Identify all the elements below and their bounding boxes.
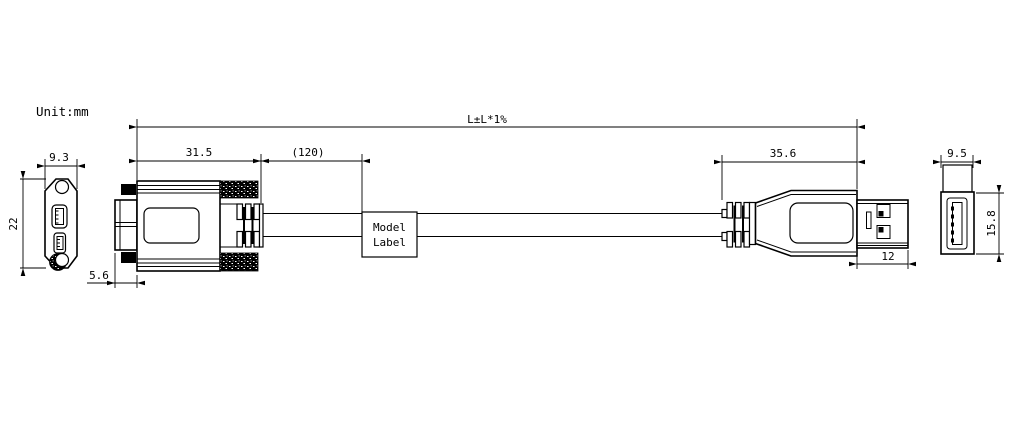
model-label-box: Model Label	[361, 211, 418, 258]
dim-label-overall-length: L±L*1%	[467, 113, 507, 126]
usb3-slot-upper-inner	[55, 208, 64, 225]
boot-neck	[748, 201, 757, 246]
dim-label-usba-body-length: 35.6	[770, 147, 797, 160]
unit-note: Unit:mm	[36, 104, 89, 119]
shell-slot-icon	[866, 211, 872, 229]
dim-label-usba-face-height: 15.8	[985, 210, 998, 237]
lower-contacts-icon	[57, 239, 60, 247]
usb-a-front-view	[940, 164, 975, 255]
shell-hole-top-icon	[876, 204, 891, 218]
dim-label-label-position: (120)	[291, 146, 324, 159]
dim-overall-length: L±L*1%	[128, 113, 866, 189]
upper-contacts-icon	[55, 210, 59, 224]
latch-block-bottom	[121, 252, 136, 263]
dim-label-micro-tip-length: 5.6	[89, 269, 109, 282]
model-label-line2: Label	[373, 236, 406, 249]
model-label-line1: Model	[373, 221, 406, 234]
usb-a-side-view	[721, 189, 909, 257]
micro-b-metal-tip	[114, 199, 138, 251]
dim-label-usba-shell-length: 12	[881, 250, 894, 263]
micro-b-side-view	[114, 180, 264, 272]
usb-a-label-recess	[789, 202, 854, 244]
usb-a-face-opening	[946, 197, 968, 250]
usb-a-metal-shell	[856, 199, 909, 249]
dim-usba-face-height: 15.8	[976, 184, 1004, 263]
usb-a-contacts-icon	[951, 206, 954, 243]
cable-lines	[263, 213, 722, 237]
dim-label-micro-face-width: 9.3	[49, 151, 69, 164]
usb-a-shell-tip	[942, 164, 973, 193]
model-label-outline	[361, 211, 418, 258]
knurl-grip-top	[219, 180, 259, 199]
label-recess	[143, 207, 200, 244]
mold-parting-lines	[137, 185, 220, 267]
knurl-grip-bottom	[219, 252, 259, 272]
dim-usba-shell-length: 12	[848, 250, 917, 269]
dim-label-micro-body-length: 31.5	[186, 146, 213, 159]
cable-entry-tab-bottom	[721, 231, 728, 242]
top-screw-hole-icon	[54, 179, 70, 195]
bottom-screw-hole-icon	[54, 252, 70, 268]
dim-usba-face-width: 9.5	[932, 147, 982, 168]
latch-block-top	[121, 184, 136, 195]
dim-micro-tip-length: 5.6	[87, 253, 146, 288]
shell-hole-bottom-icon	[876, 225, 891, 239]
dim-micro-body-length: 31.5	[128, 146, 270, 203]
usb-a-strain-relief-ribs	[726, 201, 751, 248]
dim-label-usba-face-width: 9.5	[947, 147, 967, 160]
strain-relief-ribs	[236, 203, 264, 248]
dim-micro-face-height: 22	[7, 170, 46, 277]
dim-micro-face-width: 9.3	[36, 151, 86, 189]
dim-usba-body-length: 35.6	[713, 147, 866, 200]
cable-entry-tab-top	[721, 208, 728, 219]
dim-label-position: (120)	[252, 146, 371, 212]
dim-label-micro-face-height: 22	[7, 217, 20, 230]
micro-b-front-view	[44, 178, 78, 271]
